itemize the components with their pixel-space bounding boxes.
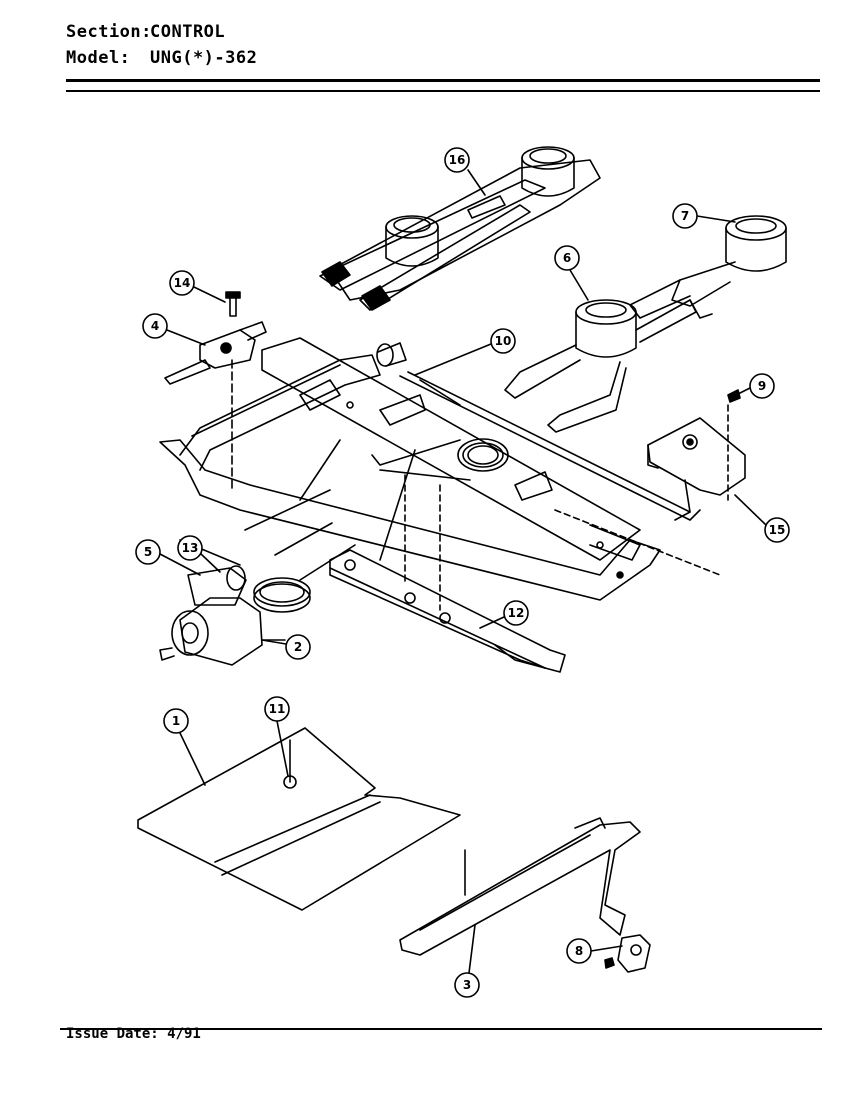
bracket-15	[554, 389, 746, 576]
svg-text:12: 12	[508, 606, 525, 620]
callout-5: 5	[135, 539, 201, 576]
callout-13: 13	[177, 535, 221, 573]
model-value: UNG(*)-362	[150, 48, 258, 68]
callout-15: 15	[734, 494, 790, 543]
issue-date: Issue Date: 4/91	[66, 1026, 201, 1042]
callout-6: 6	[554, 245, 589, 301]
section-line: Section:CONTROL	[66, 22, 225, 42]
section-label: Section:	[66, 22, 152, 42]
svg-text:13: 13	[182, 541, 199, 555]
svg-text:11: 11	[269, 702, 286, 716]
header-rule-top	[66, 79, 820, 82]
model-line: Model: UNG(*)-362	[66, 48, 257, 68]
svg-text:1: 1	[172, 714, 180, 728]
heat-shield-1	[137, 727, 461, 911]
manifold	[159, 337, 661, 601]
regulator-assembly	[159, 539, 311, 666]
svg-text:8: 8	[575, 944, 583, 958]
svg-text:2: 2	[294, 640, 302, 654]
svg-text:14: 14	[174, 276, 191, 290]
callout-4: 4	[142, 313, 206, 346]
model-label: Model:	[66, 48, 131, 68]
callout-11: 11	[264, 696, 290, 777]
pilot-valve-4	[164, 291, 267, 491]
burner-assembly-7	[629, 215, 787, 319]
burner-assembly-6	[504, 299, 697, 433]
callout-14: 14	[169, 270, 226, 303]
thermocouple-tubing	[371, 371, 701, 521]
callouts: 16 7 6 14 4 10 9 15 5 13 2 12 1 11 8 3	[135, 147, 790, 998]
callout-8: 8	[566, 938, 623, 964]
section-value: CONTROL	[150, 22, 226, 42]
header-rule-bottom	[66, 90, 820, 92]
callout-16: 16	[444, 147, 486, 196]
svg-text:16: 16	[449, 153, 466, 167]
svg-text:3: 3	[463, 978, 471, 992]
connecting-lines	[244, 439, 416, 581]
callout-7: 7	[672, 203, 736, 229]
callout-10: 10	[414, 328, 516, 376]
callout-9: 9	[737, 373, 775, 399]
svg-text:7: 7	[681, 209, 689, 223]
callout-2: 2	[261, 634, 311, 660]
svg-text:10: 10	[495, 334, 512, 348]
svg-text:4: 4	[151, 319, 159, 333]
callout-1: 1	[163, 708, 206, 786]
lower-manifold-12	[329, 474, 566, 673]
svg-text:5: 5	[144, 545, 152, 559]
svg-text:9: 9	[758, 379, 766, 393]
burner-bracket-3	[399, 817, 651, 973]
svg-text:6: 6	[563, 251, 571, 265]
svg-text:15: 15	[769, 523, 786, 537]
footer-rule	[60, 1028, 822, 1030]
callout-12: 12	[479, 600, 529, 629]
callout-3: 3	[454, 924, 480, 998]
burner-assembly-top	[319, 146, 601, 311]
